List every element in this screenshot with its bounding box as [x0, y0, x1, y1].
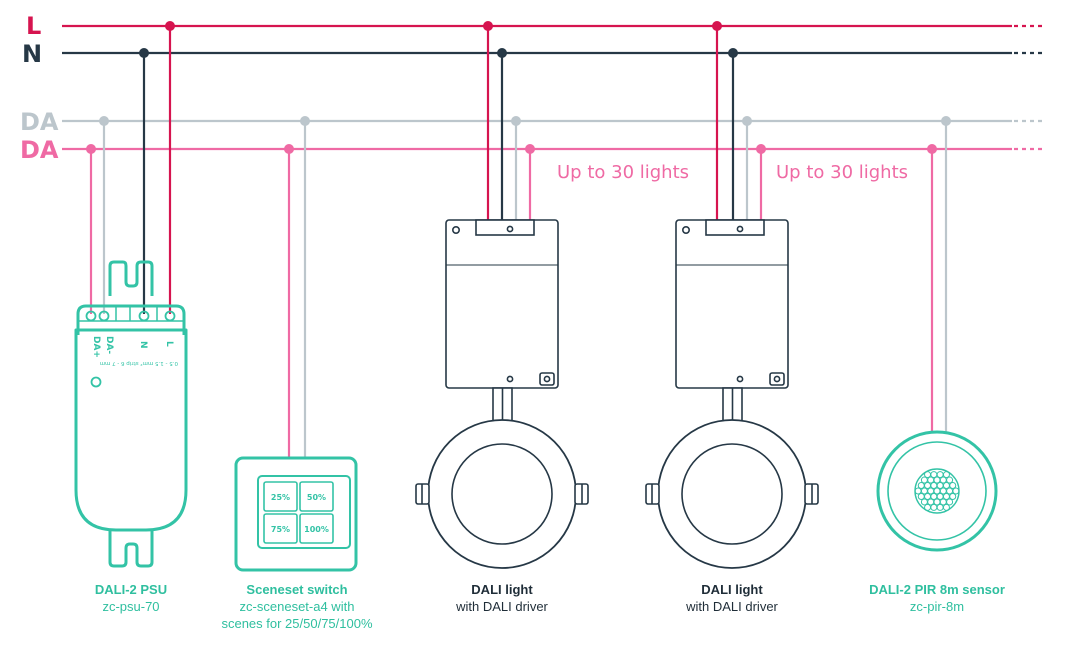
- junction-dot: [525, 144, 535, 154]
- psu-terminal-strip: [76, 304, 186, 335]
- junction-dot: [756, 144, 766, 154]
- screw-icon: [506, 225, 514, 233]
- switch-button-label-25: 25%: [271, 493, 290, 502]
- sensor-outer-ring: [876, 430, 998, 552]
- switch-button-100[interactable]: [299, 513, 334, 544]
- psu-indicator-icon: [90, 376, 102, 388]
- screw-icon: [451, 226, 460, 235]
- pir-lens-cell: [949, 492, 957, 500]
- switch-outer-frame: [234, 456, 358, 572]
- caption-title: DALI light: [701, 582, 763, 597]
- junction-dot: [284, 144, 294, 154]
- switch-button-label-50: 50%: [307, 493, 326, 502]
- switch-button-25[interactable]: [263, 481, 298, 512]
- psu-wire-spec: 0.5 - 1.5 mm² strip 6 - 7 mm: [100, 360, 178, 367]
- drop-wires: [89, 26, 948, 458]
- junction-dot: [497, 48, 507, 58]
- bus-label-live: L: [26, 12, 41, 40]
- psu-terminal-label-da-minus: DA-: [104, 336, 114, 354]
- downlight-outer-ring: [657, 419, 807, 569]
- pir-lens-cell: [942, 503, 950, 511]
- pir-lens-icon: [914, 468, 960, 514]
- junction-dots: [86, 21, 951, 154]
- caption-line: zc-sceneset-a4 with: [240, 599, 355, 614]
- downlight-inner-ring: [681, 443, 783, 545]
- screw-icon: [506, 375, 514, 383]
- caption-line: zc-pir-8m: [910, 599, 964, 614]
- switch-button-50[interactable]: [299, 481, 334, 512]
- dali-light-2: [645, 219, 819, 569]
- dali-light-1: [415, 219, 589, 569]
- bus-label-da-minus: DA: [20, 108, 59, 136]
- psu-terminal-screw-icon: [138, 310, 150, 322]
- driver-box: [675, 219, 789, 389]
- sensor-inner-ring: [887, 441, 987, 541]
- caption-line: zc-psu-70: [102, 599, 159, 614]
- psu-terminal-label-da-plus: DA+: [91, 336, 101, 358]
- pir-lens-cell: [946, 498, 954, 506]
- screw-icon: [736, 375, 744, 383]
- junction-dot: [728, 48, 738, 58]
- callout-lights-limit-2: Up to 30 lights: [776, 162, 908, 183]
- psu-top-hook: [108, 260, 154, 296]
- junction-dot: [483, 21, 493, 31]
- screw-icon: [681, 226, 690, 235]
- junction-dot: [86, 144, 96, 154]
- driver-corner-clip: [539, 372, 555, 386]
- junction-dot: [712, 21, 722, 31]
- switch-button-label-75: 75%: [271, 525, 290, 534]
- driver-corner-clip: [769, 372, 785, 386]
- caption-title: DALI-2 PSU: [95, 582, 167, 597]
- caption-title: Sceneset switch: [246, 582, 347, 597]
- junction-dot: [99, 116, 109, 126]
- pir-lens-cell: [946, 476, 954, 484]
- pir-sensor-device: [876, 430, 998, 552]
- psu-bottom-hook: [108, 530, 154, 568]
- psu-body: [74, 328, 188, 532]
- downlight-outer-ring: [427, 419, 577, 569]
- pir-lens-cell: [942, 471, 950, 479]
- switch-button-75[interactable]: [263, 513, 298, 544]
- bus-lines: [62, 24, 1046, 151]
- driver-terminal-block: [475, 219, 535, 236]
- switch-button-label-100: 100%: [304, 525, 329, 534]
- switch-device: 25% 50% 75% 100%: [234, 456, 358, 572]
- junction-dot: [165, 21, 175, 31]
- downlight-inner-ring: [451, 443, 553, 545]
- pir-lens-cell: [949, 482, 957, 490]
- psu-device: [74, 260, 188, 568]
- caption-line: with DALI driver: [685, 599, 778, 614]
- screw-icon: [736, 225, 744, 233]
- callout-lights-limit-1: Up to 30 lights: [557, 162, 689, 183]
- psu-terminal-screw-icon: [85, 310, 97, 322]
- captions: DALI-2 PSU zc-psu-70 Sceneset switch zc-…: [95, 582, 1005, 631]
- psu-terminal-screw-icon: [98, 310, 110, 322]
- psu-terminal-label-live: L: [164, 341, 174, 347]
- bus-label-neutral: N: [22, 40, 42, 68]
- bus-label-da-plus: DA: [20, 136, 59, 164]
- switch-inner-frame: [257, 475, 351, 549]
- junction-dot: [742, 116, 752, 126]
- caption-title: DALI light: [471, 582, 533, 597]
- junction-dot: [511, 116, 521, 126]
- caption-title: DALI-2 PIR 8m sensor: [869, 582, 1005, 597]
- junction-dot: [941, 116, 951, 126]
- junction-dot: [927, 144, 937, 154]
- psu-terminal-label-neutral: N: [138, 341, 148, 349]
- junction-dot: [139, 48, 149, 58]
- driver-terminal-block: [705, 219, 765, 236]
- driver-box: [445, 219, 559, 389]
- pir-lens-cell: [952, 487, 960, 495]
- caption-line: with DALI driver: [455, 599, 548, 614]
- psu-terminal-screw-icon: [164, 310, 176, 322]
- caption-line: scenes for 25/50/75/100%: [221, 616, 372, 631]
- junction-dot: [300, 116, 310, 126]
- psu-terminal-labels: DA+ DA- N L 0.5 - 1.5 mm² strip 6 - 7 mm: [91, 336, 178, 367]
